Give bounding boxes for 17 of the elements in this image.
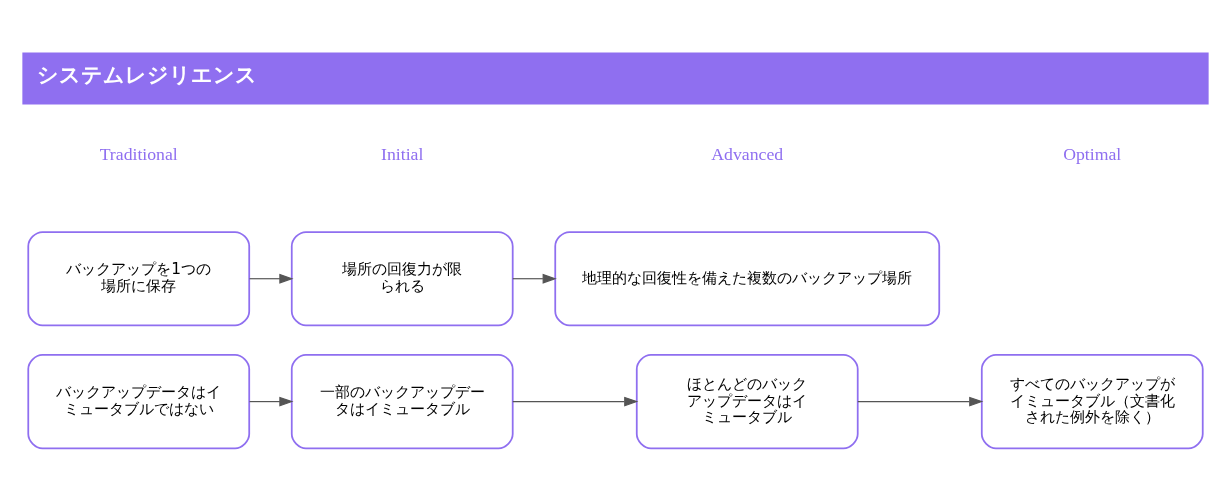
node-box: バックアップを1つの場所に保存 [27, 231, 251, 327]
label: Optimal [1063, 143, 1122, 164]
arrow [512, 273, 557, 284]
node-box: 場所の回復力が限られる [290, 231, 514, 327]
arrow [248, 273, 294, 284]
node-box: 一部のバックアップデータはイミュータブル [290, 354, 514, 450]
arrow [248, 396, 294, 407]
node-box: すべてのバックアップがイミュータブル（文書化された例外を除く） [980, 354, 1204, 450]
arrow [857, 396, 984, 407]
label: Advanced [711, 143, 784, 164]
node-box: 地理的な回復性を備えた複数のバックアップ場所 [554, 231, 941, 327]
label: Traditional [99, 143, 178, 164]
diagram-title: システムレジリエンス [36, 62, 257, 88]
node-box: バックアップデータはイミュータブルではない [27, 354, 251, 450]
node-box: ほとんどのバックアップデータはイミュータブル [635, 354, 859, 450]
label: Initial [381, 143, 424, 164]
arrow [512, 396, 639, 407]
